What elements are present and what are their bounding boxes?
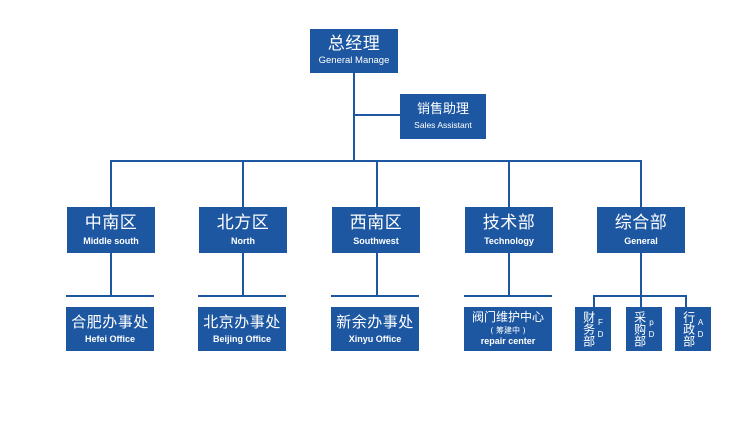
- subunit-box-finance: 财务部 F D: [575, 307, 611, 351]
- office-label-en: Hefei Office: [84, 333, 135, 344]
- dept-label-zh: 北方区: [216, 212, 270, 233]
- office-box-beijing: 北京办事处 Beijing Office: [198, 307, 286, 351]
- connector-line: [242, 160, 244, 207]
- dept-label-en: General: [624, 236, 658, 247]
- subunit-box-purchasing: 采购部 p D: [626, 307, 662, 351]
- dept-label-zh: 技术部: [482, 212, 536, 233]
- dept-box-southwest: 西南区 Southwest: [332, 207, 420, 253]
- office-label-zh: 合肥办事处: [71, 312, 149, 331]
- connector-line: [508, 160, 510, 207]
- connector-line: [66, 295, 154, 297]
- connector-line: [640, 295, 642, 307]
- connector-line: [353, 73, 355, 161]
- connector-line: [640, 253, 642, 296]
- dept-box-middle-south: 中南区 Middle south: [67, 207, 155, 253]
- subunit-label-en: p D: [649, 317, 655, 341]
- office-label-zh: 新余办事处: [336, 312, 414, 331]
- office-label-en: Beijing Office: [212, 333, 271, 344]
- office-label-en: repair center: [480, 336, 536, 347]
- general-manager-en: General Manage: [318, 55, 390, 67]
- connector-line: [508, 253, 510, 296]
- dept-label-en: Middle south: [83, 236, 139, 247]
- connector-line: [464, 295, 552, 297]
- office-box-xinyu: 新余办事处 Xinyu Office: [331, 307, 419, 351]
- subunit-abbr-letter: D: [697, 330, 704, 339]
- subunit-abbr-letter: A: [697, 318, 704, 327]
- connector-line: [685, 295, 687, 307]
- connector-line: [198, 295, 286, 297]
- subunit-abbr-letter: p: [649, 318, 654, 327]
- sales-assistant-en: Sales Assistant: [414, 119, 472, 130]
- connector-line: [110, 160, 112, 207]
- sales-assistant-box: 销售助理 Sales Assistant: [400, 94, 486, 139]
- office-box-hefei: 合肥办事处 Hefei Office: [66, 307, 154, 351]
- sales-assistant-zh: 销售助理: [416, 101, 469, 117]
- subunit-label-en: A D: [698, 317, 704, 341]
- office-label-zh: 北京办事处: [203, 312, 281, 331]
- dept-label-en: Southwest: [353, 236, 399, 247]
- subunit-label-zh: 行政部: [681, 311, 696, 347]
- general-manager-zh: 总经理: [327, 33, 381, 54]
- connector-line: [640, 160, 642, 207]
- office-label-zh: 阀门维护中心: [471, 310, 544, 325]
- connector-line: [331, 295, 419, 297]
- subunit-label-en: F D: [598, 317, 604, 341]
- subunit-abbr-letter: D: [597, 330, 604, 339]
- subunit-label-zh: 财务部: [581, 311, 596, 347]
- dept-box-general: 综合部 General: [597, 207, 685, 253]
- dept-label-en: Technology: [484, 236, 534, 247]
- subunit-abbr-letter: D: [648, 330, 655, 339]
- dept-label-zh: 中南区: [84, 212, 138, 233]
- connector-line: [242, 253, 244, 296]
- connector-line: [110, 253, 112, 296]
- dept-label-en: North: [231, 236, 255, 247]
- connector-line: [593, 295, 595, 307]
- dept-label-zh: 综合部: [614, 212, 668, 233]
- general-manager-box: 总经理 General Manage: [310, 29, 398, 73]
- subunit-label-zh: 采购部: [632, 311, 647, 347]
- office-label-note: ( 筹建中 ): [490, 326, 526, 336]
- office-label-en: Xinyu Office: [348, 333, 402, 344]
- dept-box-technology: 技术部 Technology: [465, 207, 553, 253]
- connector-line: [355, 114, 400, 116]
- dept-label-zh: 西南区: [349, 212, 403, 233]
- subunit-abbr-letter: F: [598, 318, 603, 327]
- connector-line: [376, 160, 378, 207]
- connector-line: [376, 253, 378, 296]
- office-box-repair-center: 阀门维护中心 ( 筹建中 ) repair center: [464, 307, 552, 351]
- dept-box-north: 北方区 North: [199, 207, 287, 253]
- subunit-box-administration: 行政部 A D: [675, 307, 711, 351]
